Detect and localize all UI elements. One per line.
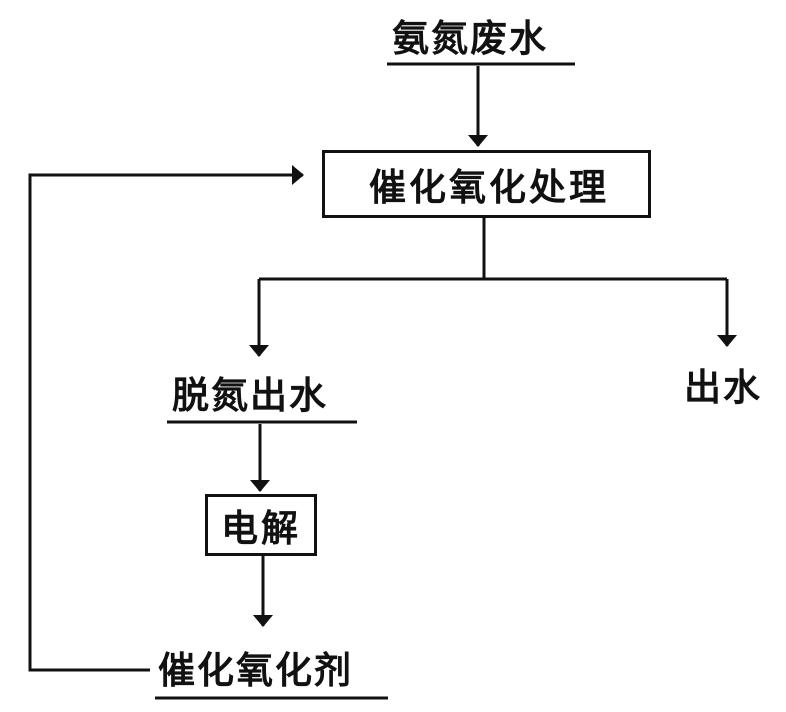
process-label: 催化氧化处理 <box>369 166 609 209</box>
denitrified-label: 脱氮出水 <box>172 374 328 417</box>
oxidant-label: 催化氧化剂 <box>158 649 353 692</box>
process-box: 催化氧化处理 <box>322 150 651 218</box>
electrolysis-label: 电解 <box>221 507 301 550</box>
electrolysis-box: 电解 <box>205 494 317 556</box>
feedback-loop <box>28 165 304 672</box>
outlet-label: 出水 <box>684 366 762 409</box>
input-label: 氨氮废水 <box>392 17 548 60</box>
